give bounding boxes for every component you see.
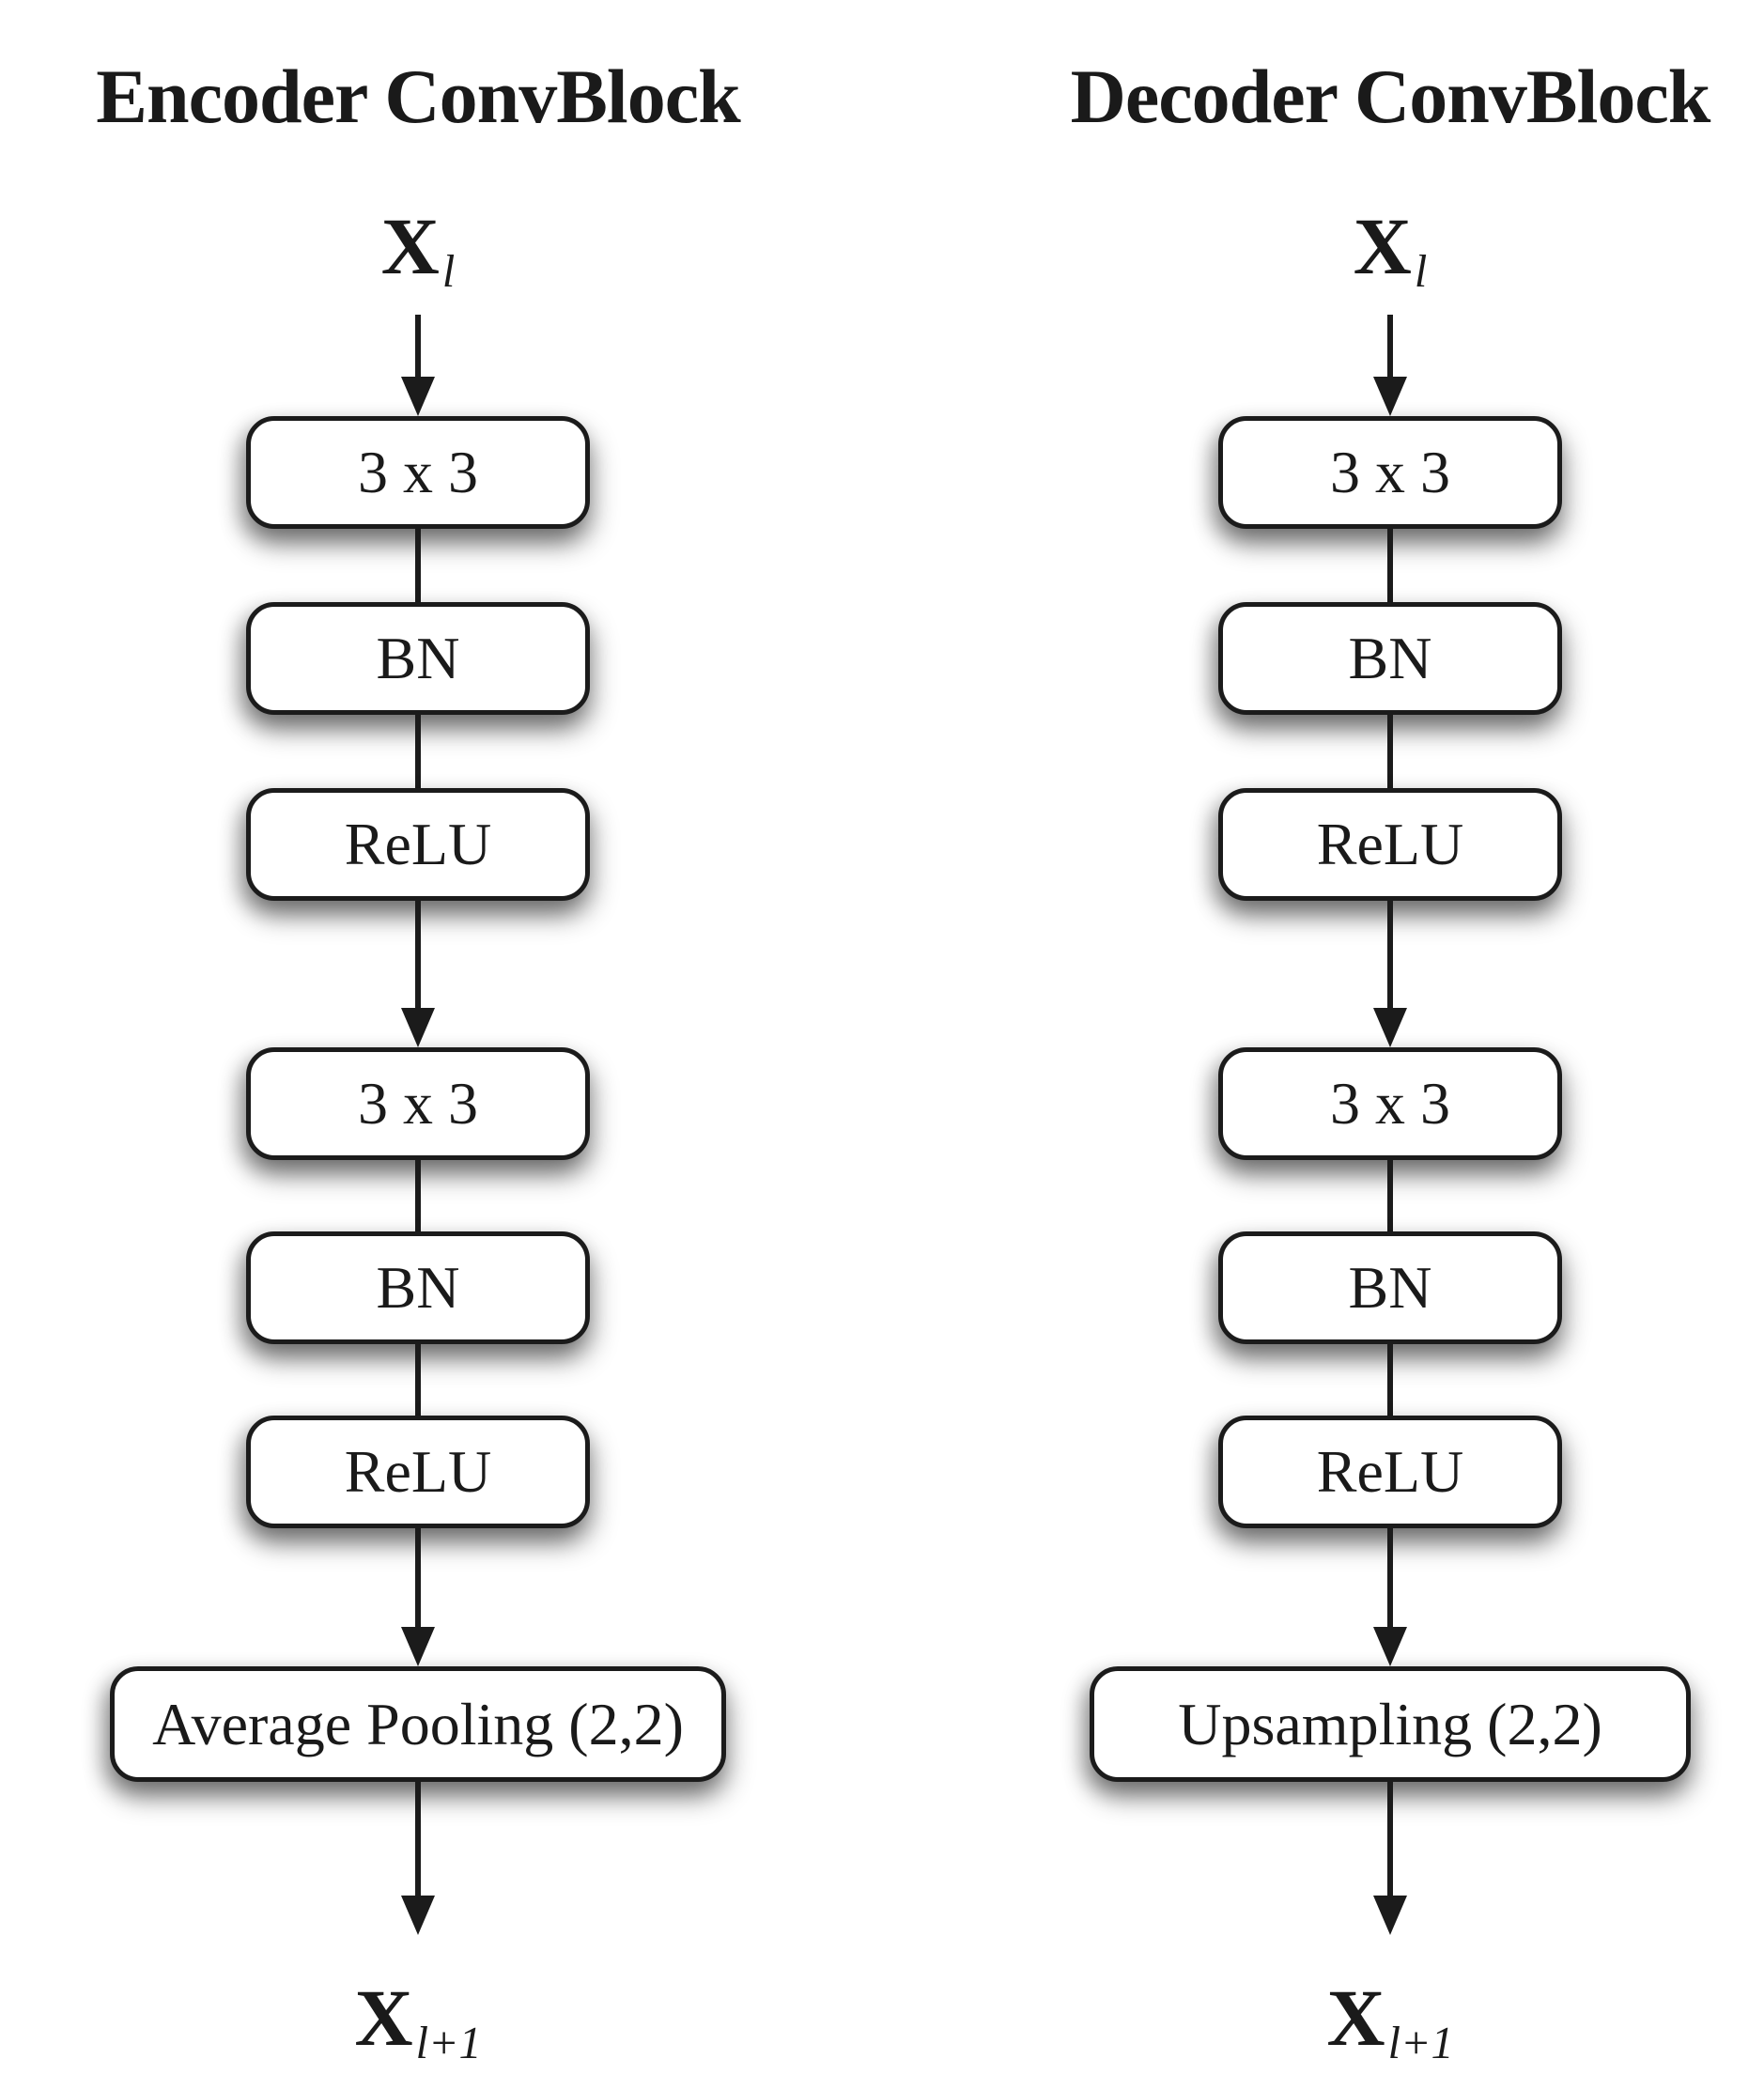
arrow-head: [1373, 1627, 1407, 1666]
encoder-input-label: Xl: [381, 206, 456, 296]
encoder-output-label: Xl+1: [354, 1977, 481, 2067]
arrow-shaft: [415, 1782, 421, 1896]
encoder-output-base: X: [354, 1973, 413, 2063]
arrow-head: [401, 1627, 435, 1666]
decoder-batchnorm-block-1: BN: [1218, 602, 1562, 715]
encoder-batchnorm-block-1: BN: [246, 602, 590, 715]
arrow-head: [401, 1008, 435, 1047]
arrow-down-icon: [401, 1782, 435, 1935]
encoder-batchnorm-block-2: BN: [246, 1231, 590, 1344]
decoder-column: Decoder ConvBlock Xl 3 x 3 BN ReLU 3 x 3…: [1024, 0, 1756, 2074]
arrow-shaft: [415, 315, 421, 377]
encoder-output-subscript: l+1: [415, 2019, 482, 2069]
decoder-input-subscript: l: [1414, 247, 1428, 298]
arrow-down-icon: [1373, 1782, 1407, 1935]
arrow-head: [401, 377, 435, 416]
connector-line: [1387, 1160, 1393, 1231]
connector-line: [415, 1160, 421, 1231]
decoder-input-base: X: [1353, 201, 1412, 291]
arrow-head: [401, 1896, 435, 1935]
encoder-relu-block-1: ReLU: [246, 788, 590, 901]
arrow-down-icon: [401, 901, 435, 1047]
arrow-shaft: [1387, 1528, 1393, 1627]
upsampling-block: Upsampling (2,2): [1090, 1666, 1691, 1782]
decoder-relu-block-1: ReLU: [1218, 788, 1562, 901]
arrow-down-icon: [401, 1528, 435, 1666]
arrow-shaft: [415, 1528, 421, 1627]
encoder-input-subscript: l: [441, 247, 456, 298]
arrow-down-icon: [401, 315, 435, 416]
arrow-shaft: [1387, 1782, 1393, 1896]
connector-line: [415, 715, 421, 788]
connector-line: [415, 1344, 421, 1416]
connector-line: [1387, 529, 1393, 602]
decoder-input-label: Xl: [1354, 206, 1428, 296]
encoder-conv3x3-block-2: 3 x 3: [246, 1047, 590, 1160]
decoder-output-label: Xl+1: [1326, 1977, 1453, 2067]
arrow-down-icon: [1373, 315, 1407, 416]
arrow-head: [1373, 1008, 1407, 1047]
arrow-head: [1373, 1896, 1407, 1935]
arrow-down-icon: [1373, 1528, 1407, 1666]
decoder-title: Decoder ConvBlock: [1070, 54, 1711, 139]
decoder-conv3x3-block-1: 3 x 3: [1218, 416, 1562, 529]
arrow-shaft: [415, 901, 421, 1008]
arrow-shaft: [1387, 901, 1393, 1008]
arrow-down-icon: [1373, 901, 1407, 1047]
decoder-output-base: X: [1326, 1973, 1385, 2063]
decoder-relu-block-2: ReLU: [1218, 1416, 1562, 1528]
arrow-head: [1373, 377, 1407, 416]
decoder-batchnorm-block-2: BN: [1218, 1231, 1562, 1344]
decoder-conv3x3-block-2: 3 x 3: [1218, 1047, 1562, 1160]
encoder-title: Encoder ConvBlock: [96, 54, 740, 139]
connector-line: [1387, 1344, 1393, 1416]
connector-line: [1387, 715, 1393, 788]
encoder-column: Encoder ConvBlock Xl 3 x 3 BN ReLU 3 x 3…: [52, 0, 784, 2074]
connector-line: [415, 529, 421, 602]
encoder-conv3x3-block-1: 3 x 3: [246, 416, 590, 529]
decoder-output-subscript: l+1: [1387, 2019, 1454, 2069]
encoder-input-base: X: [380, 201, 440, 291]
arrow-shaft: [1387, 315, 1393, 377]
average-pooling-block: Average Pooling (2,2): [110, 1666, 726, 1782]
encoder-relu-block-2: ReLU: [246, 1416, 590, 1528]
